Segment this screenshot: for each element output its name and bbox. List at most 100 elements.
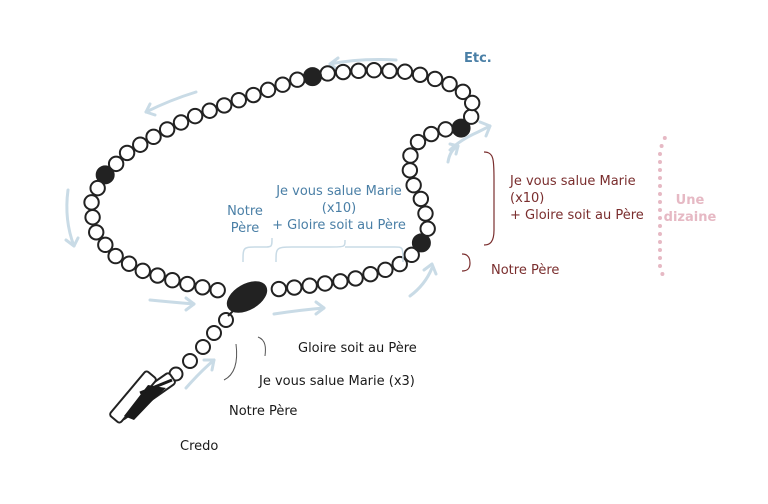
small-bead [186, 107, 204, 125]
stem-bead [182, 353, 198, 369]
small-bead [365, 62, 383, 79]
small-bead [158, 121, 176, 138]
small-bead [120, 255, 138, 272]
dizaine-dot [658, 160, 662, 164]
arrow-line [184, 358, 216, 390]
dizaine-dot [658, 176, 662, 180]
arrow-head [184, 296, 196, 312]
arrow-line [144, 90, 198, 114]
arrow-line [328, 58, 398, 66]
small-bead [201, 102, 218, 119]
arrow-head [144, 102, 157, 117]
small-bead [245, 86, 262, 104]
small-bead [316, 275, 334, 292]
small-bead [194, 279, 211, 296]
small-bead [88, 224, 105, 241]
small-bead [230, 91, 248, 109]
dizaine-dot [658, 224, 662, 228]
small-bead [463, 94, 481, 112]
small-bead [454, 83, 472, 101]
dizaine-dot [658, 264, 662, 268]
dizaine-dot [658, 152, 662, 156]
small-bead [145, 128, 162, 146]
small-bead [107, 155, 125, 173]
small-bead [270, 280, 288, 298]
small-bead [319, 65, 336, 82]
small-bead [179, 275, 196, 293]
small-bead [426, 70, 444, 88]
small-bead [259, 81, 277, 99]
small-bead [401, 162, 419, 179]
arrow-head [328, 56, 340, 72]
small-bead [403, 246, 420, 264]
credo-label: Credo [180, 439, 219, 454]
crucifix-icon [109, 370, 176, 424]
stem-bead [218, 312, 234, 328]
small-bead [350, 62, 367, 80]
small-bead [362, 265, 379, 283]
arrow-head [64, 236, 80, 248]
dizaine-dot [658, 168, 662, 172]
notre-pere-decade-label: Notre Père [227, 204, 263, 236]
arrow-head [478, 120, 492, 138]
small-bead [417, 205, 434, 222]
small-bead [347, 270, 364, 287]
small-bead [132, 136, 149, 153]
arrow-head [202, 358, 216, 372]
dizaine-dot [658, 208, 662, 212]
small-bead [83, 194, 100, 211]
stem-bead [206, 325, 222, 341]
small-bead [411, 66, 429, 84]
legend-notre-pere-label: Notre Père [491, 263, 560, 278]
arrow-line [148, 298, 196, 306]
dizaine-dot [662, 136, 667, 140]
small-bead [462, 108, 480, 125]
dizaine-dot [658, 184, 662, 188]
ave-decade-label: Je vous salue Marie (x10) + Gloire soit … [272, 184, 406, 233]
large-bead [95, 165, 115, 185]
small-bead [216, 97, 233, 114]
small-bead [437, 121, 454, 138]
arrow-line [448, 124, 492, 152]
dizaine-dot [658, 216, 662, 220]
dizaine-dotted-bracket [658, 136, 667, 276]
small-bead [149, 267, 166, 284]
small-bead [118, 144, 136, 162]
small-bead [396, 63, 414, 80]
small-bead [289, 71, 306, 88]
large-bead [451, 118, 471, 138]
ave-x3-label: Je vous salue Marie (x3) [259, 374, 415, 389]
small-bead [332, 273, 349, 290]
small-bead [301, 277, 318, 294]
large-bead [411, 233, 431, 253]
rosary-beads [83, 62, 481, 389]
etc-label: Etc. [464, 51, 492, 66]
small-bead [402, 147, 419, 164]
arrow-head [314, 300, 326, 316]
small-bead [172, 114, 190, 131]
small-bead [134, 262, 151, 280]
dizaine-dot [658, 256, 662, 260]
arrow-line [65, 188, 76, 248]
small-bead [334, 63, 352, 81]
dizaine-dot [660, 272, 665, 276]
small-bead [209, 281, 226, 299]
small-bead [423, 125, 440, 143]
small-bead [107, 247, 124, 265]
arrow-line [408, 266, 434, 298]
label-brackets [223, 136, 667, 381]
arrow-head [448, 142, 460, 156]
dizaine-dot [658, 200, 662, 204]
small-bead [409, 133, 427, 151]
dizaine-dot [658, 232, 662, 236]
center-medal [226, 281, 268, 313]
notre-pere-stem-label: Notre Père [229, 404, 298, 419]
small-bead [381, 62, 398, 80]
gloire-label: Gloire soit au Père [298, 341, 417, 356]
large-bead [303, 67, 323, 87]
small-bead [89, 179, 106, 197]
small-bead [286, 279, 303, 296]
small-bead [164, 272, 181, 289]
dizaine-label: Une dizaine [663, 193, 717, 225]
